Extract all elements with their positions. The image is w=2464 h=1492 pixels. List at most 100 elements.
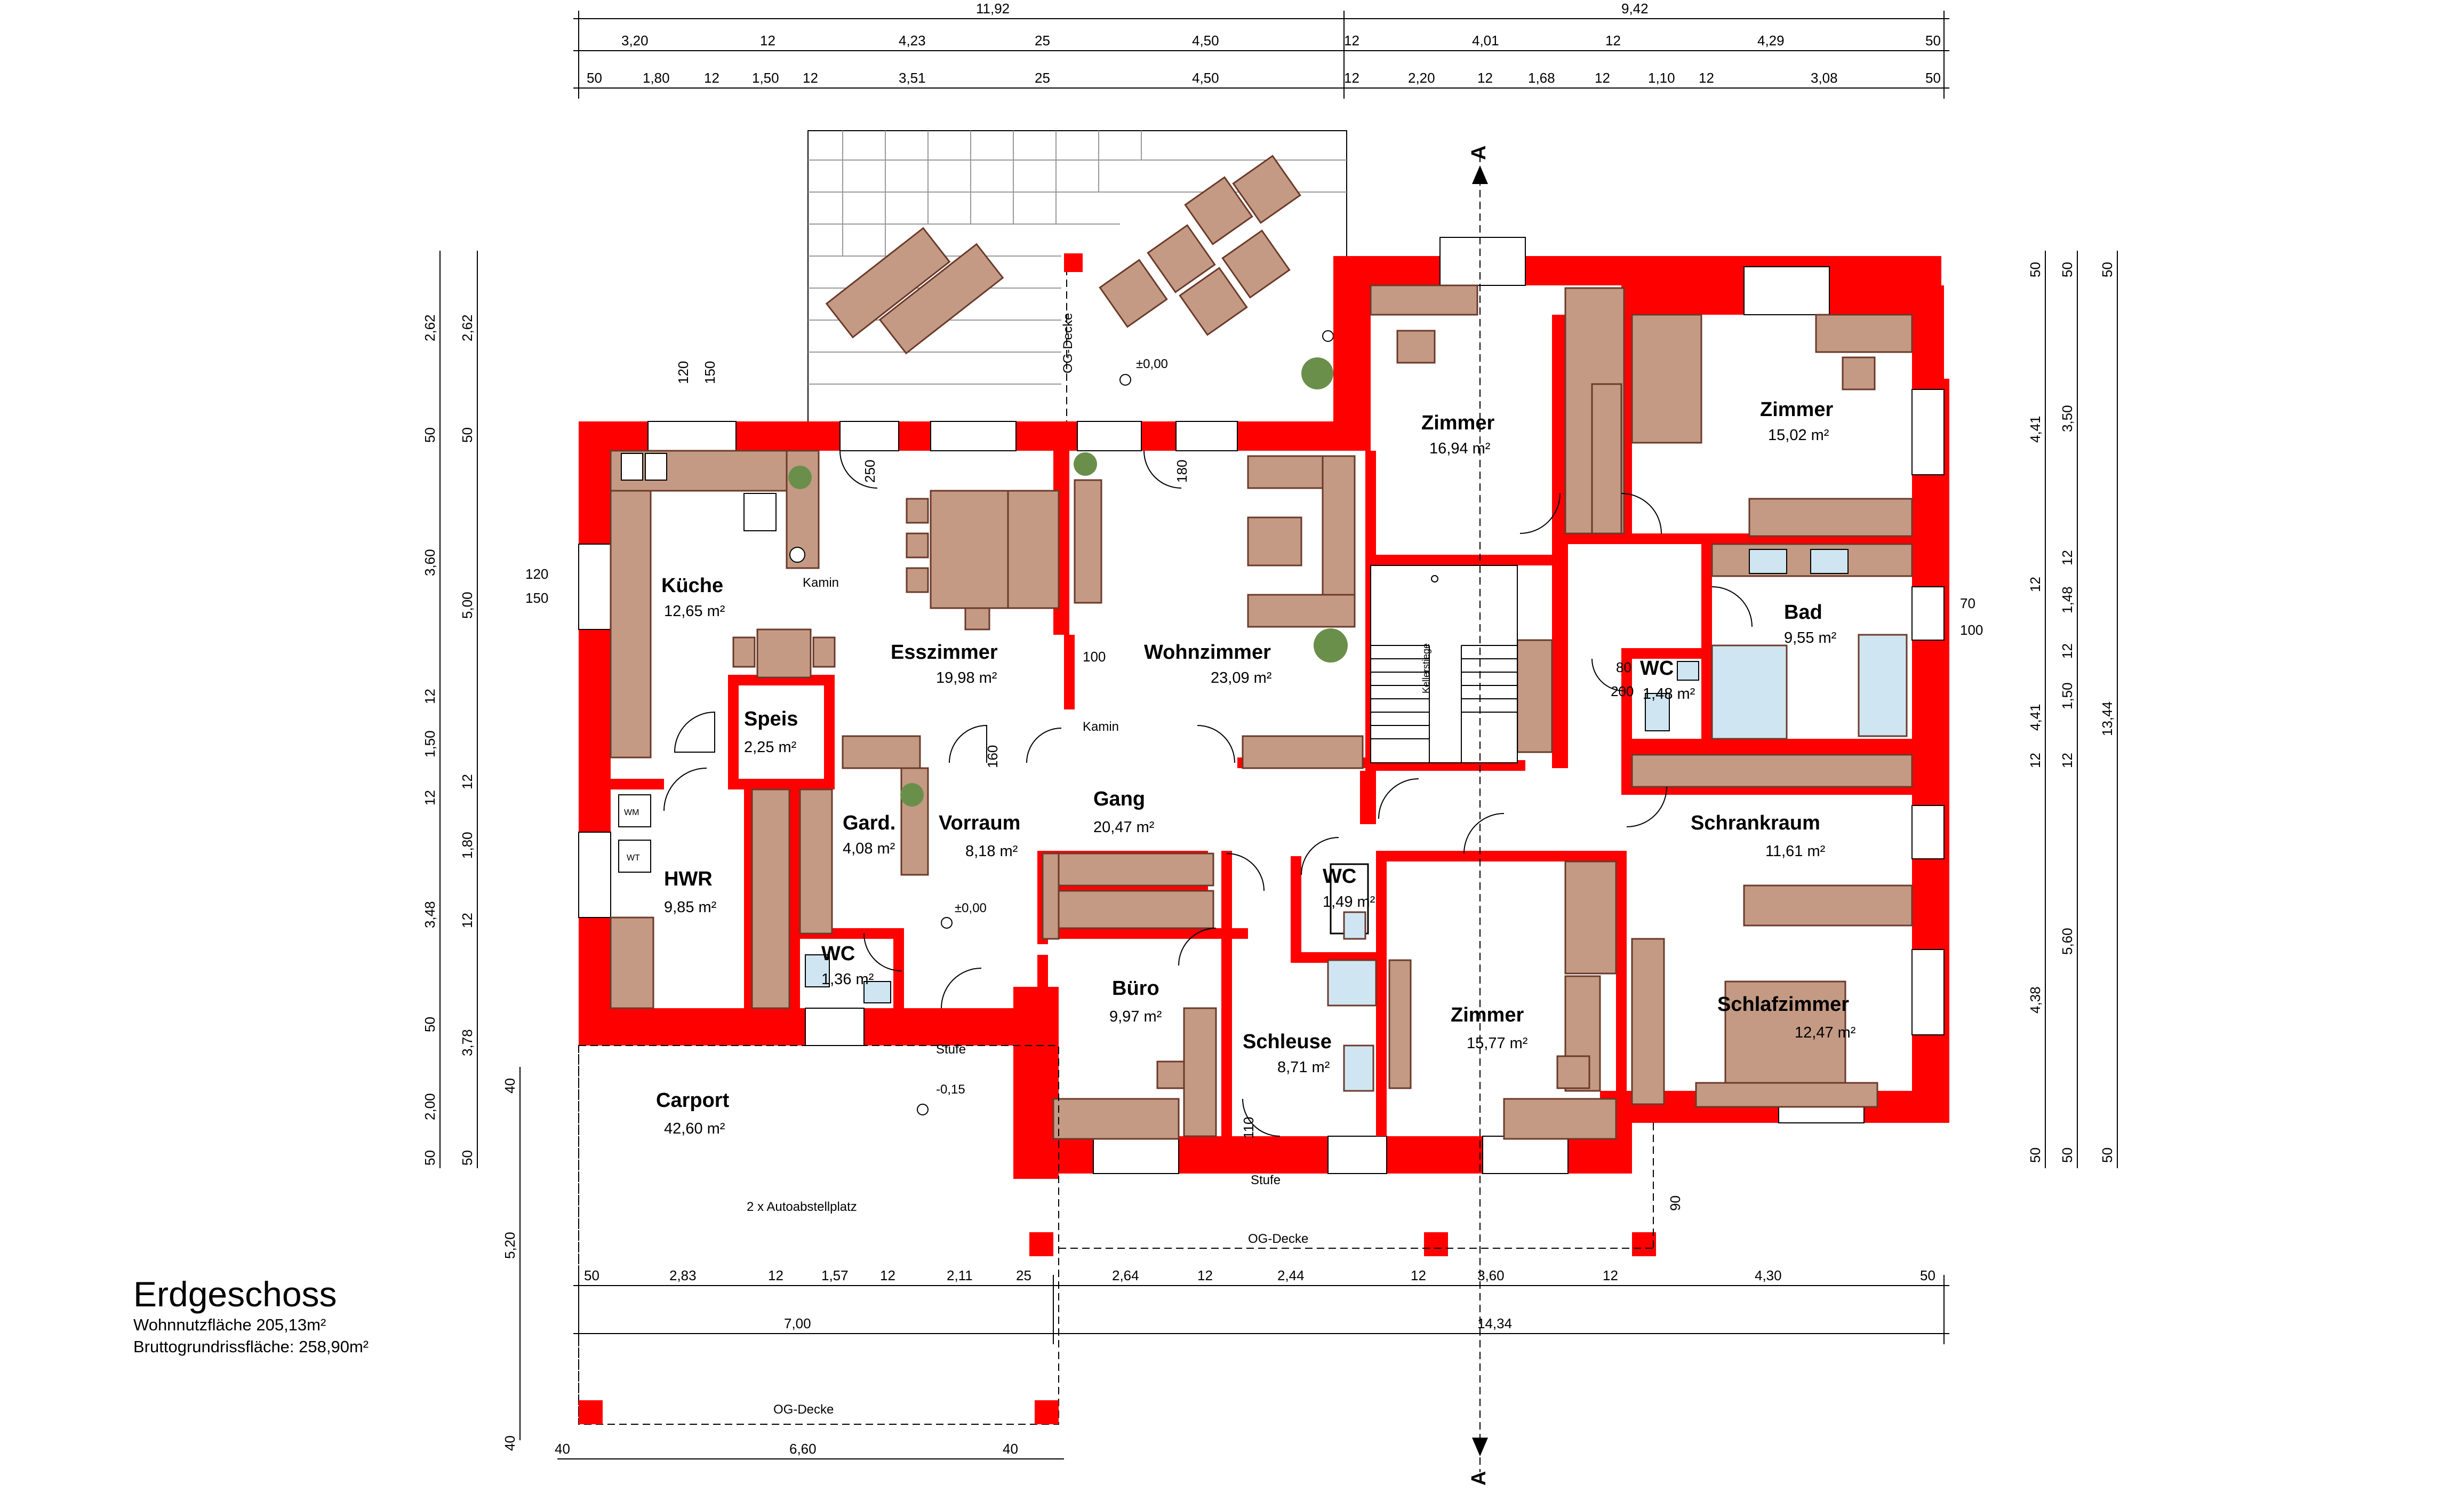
dim-top-inner-2: 1,80 — [643, 70, 670, 86]
room-area-vorraum: 8,18 m² — [965, 843, 1018, 860]
dim-top-total-1: 11,92 — [976, 1, 1010, 17]
dim-carport-bottom-3: 40 — [1003, 1441, 1018, 1457]
room-area-esszimmer: 19,98 m² — [936, 669, 997, 687]
dim-right-total-1: 50 — [2099, 262, 2115, 277]
dim-right-inner-5: 12 — [2027, 753, 2043, 768]
dim-top-inner-4: 1,50 — [752, 70, 779, 86]
dim-top-inner-15: 12 — [1699, 70, 1714, 86]
dim-left-inner-3: 5,00 — [459, 592, 475, 619]
window-dim-kueche-height: 150 — [702, 361, 718, 384]
room-name-zimmer3: Zimmer — [1451, 1004, 1524, 1026]
terrace: OG-Decke ±0,00 — [807, 130, 1347, 435]
dim-bottom-inner-8: 2,64 — [1112, 1267, 1139, 1283]
room-name-zimmer1: Zimmer — [1421, 412, 1494, 434]
dim-top-mid-3: 4,23 — [899, 33, 926, 49]
misc-labels: Kamin Kamin ±0,00 -0,15 Stufe Stufe 2 x … — [747, 146, 1490, 1486]
dim-right-total-2: 13,44 — [2099, 701, 2115, 736]
dim-left-inner-4: 12 — [459, 774, 475, 789]
dim-top-inner-16: 3,08 — [1811, 70, 1838, 86]
door-dim-terrace-height: 250 — [862, 460, 878, 483]
dim-left-inner-2: 50 — [459, 427, 475, 443]
dim-left-outer-6: 12 — [422, 790, 438, 805]
dim-left-outer-10: 50 — [422, 1150, 438, 1166]
room-name-wc3: WC — [1323, 865, 1356, 888]
dim-top-inner-6: 3,51 — [899, 70, 926, 86]
dim-bottom-inner-9: 12 — [1197, 1267, 1213, 1283]
dim-bottom-inner-15: 50 — [1920, 1267, 1935, 1283]
dim-bottom-total-1: 7,00 — [784, 1315, 811, 1331]
dim-top-mid-1: 3,20 — [621, 33, 649, 49]
dim-right-mid-3: 12 — [2059, 550, 2075, 565]
dim-top-mid-6: 12 — [1344, 33, 1359, 49]
room-name-gard: Gard. — [843, 812, 895, 834]
door-dim-wohnzimmer-width: 180 — [1174, 460, 1190, 483]
dim-left-outer-9: 2,00 — [422, 1093, 438, 1120]
window-dim-bad-width: 70 — [1960, 595, 1975, 611]
autoabstellplatz-label: 2 x Autoabstellplatz — [747, 1200, 857, 1214]
door-dim-kamin-width: 100 — [1083, 649, 1106, 665]
dim-right-mid-1: 50 — [2059, 262, 2075, 277]
room-area-speis: 2,25 m² — [744, 739, 797, 756]
dim-bottom-inner-6: 2,11 — [947, 1267, 973, 1283]
door-dim-vorraum-width: 160 — [985, 745, 1001, 768]
dim-top-mid-5: 4,50 — [1192, 33, 1219, 49]
room-area-bad: 9,55 m² — [1784, 629, 1837, 647]
level-label-terrace: ±0,00 — [1136, 357, 1168, 371]
dim-right-inner-2: 4,41 — [2027, 416, 2043, 443]
door-dim-wc-height: 200 — [1611, 683, 1634, 699]
kamin-label-1: Kamin — [803, 576, 839, 590]
dim-bottom-total-2: 14,34 — [1477, 1315, 1512, 1331]
kellerstiege-label: Kellerstiege — [1421, 643, 1431, 693]
dim-bottom-inner-11: 12 — [1411, 1267, 1426, 1283]
room-name-buero: Büro — [1112, 977, 1159, 1000]
dim-right-total-3: 50 — [2099, 1147, 2115, 1163]
room-name-wohnzimmer: Wohnzimmer — [1144, 641, 1271, 664]
room-area-zimmer2: 15,02 m² — [1768, 427, 1829, 444]
kamin-label-2: Kamin — [1083, 720, 1119, 734]
dim-left-outer-2: 50 — [422, 427, 438, 443]
dim-top-inner-10: 2,20 — [1408, 70, 1435, 86]
level-label-carport: -0,15 — [936, 1082, 965, 1097]
room-name-zimmer2: Zimmer — [1760, 398, 1833, 421]
room-name-vorraum: Vorraum — [939, 812, 1020, 834]
door-dim-wc-width: 80 — [1616, 659, 1631, 675]
dim-top-inner-1: 50 — [587, 70, 602, 86]
dim-bottom-inner-3: 12 — [768, 1267, 783, 1283]
room-area-buero: 9,97 m² — [1109, 1008, 1162, 1025]
dim-top-inner-9: 12 — [1344, 70, 1359, 86]
dim-left-inner-5: 1,80 — [459, 832, 475, 859]
section-marker-top: A — [1468, 146, 1490, 160]
room-name-schrankraum: Schrankraum — [1691, 812, 1820, 834]
room-area-hwr: 9,85 m² — [664, 899, 717, 916]
dim-left-inner-8: 50 — [459, 1150, 475, 1166]
wt-label: WT — [627, 853, 640, 863]
dim-right-inner-1: 50 — [2027, 262, 2043, 277]
room-area-carport: 42,60 m² — [664, 1120, 725, 1137]
dim-bottom-inner-7: 25 — [1016, 1267, 1031, 1283]
dim-top-inner-7: 25 — [1035, 70, 1050, 86]
title-block: Erdgeschoss Wohnnutzfläche 205,13m² Brut… — [133, 1275, 369, 1358]
dim-left-carport-1: 40 — [502, 1078, 518, 1094]
dim-left-outer-1: 2,62 — [422, 314, 438, 341]
dim-bottom-inner-14: 4,30 — [1755, 1267, 1782, 1283]
room-area-gang: 20,47 m² — [1093, 819, 1155, 836]
dim-left-outer-3: 3,60 — [422, 549, 438, 576]
carport — [578, 1045, 1656, 1425]
stufe-label-1: Stufe — [936, 1042, 966, 1057]
dim-left-carport-3: 40 — [502, 1435, 518, 1451]
gross-area-label: Bruttogrundrissfläche: 258,90m² — [133, 1337, 369, 1357]
og-decke-label-bottom: OG-Decke — [1248, 1232, 1308, 1246]
wm-label: WM — [624, 808, 639, 817]
room-name-gang: Gang — [1093, 788, 1145, 810]
room-area-wc1: 1,48 m² — [1643, 685, 1695, 703]
dim-top-inner-13: 12 — [1595, 70, 1610, 86]
section-marker-bottom: A — [1468, 1471, 1490, 1486]
dim-right-mid-7: 12 — [2059, 753, 2075, 768]
og-decke-label-carport: OG-Decke — [773, 1402, 834, 1417]
room-area-schleuse: 8,71 m² — [1277, 1059, 1330, 1076]
dim-bottom-inner-1: 50 — [584, 1267, 599, 1283]
room-name-kueche: Küche — [661, 575, 723, 597]
room-area-schlafzimmer: 12,47 m² — [1795, 1024, 1856, 1041]
dim-right-mid-8: 5,60 — [2059, 928, 2075, 955]
dim-top-inner-11: 12 — [1477, 70, 1493, 86]
